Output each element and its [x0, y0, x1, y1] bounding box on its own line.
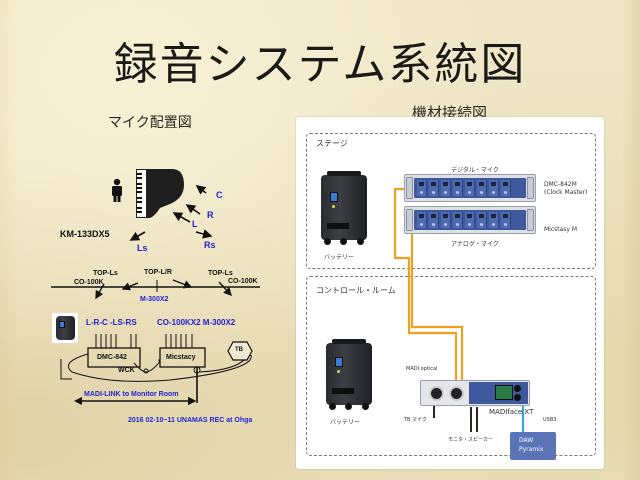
dmc-842-box: [87, 347, 141, 368]
equipment-connection-panel: ステージ コントロール・ルーム バッテリー デジタル・マイク DMC: [296, 117, 604, 469]
credit-label: 2016 02-10~11 UNAMAS REC at Ohga: [128, 417, 253, 424]
dmc-842m-label: DMC-842M (Clock Master): [544, 181, 587, 197]
control-battery-label: バッテリー: [330, 419, 361, 426]
madi-cable-1: [393, 187, 458, 387]
mic-placement-diagram: KM-133DX5 C R L Rs Ls TOP-Ls CO-100K TOP…: [0, 0, 290, 480]
top-ls-left-label: TOP-Ls: [93, 270, 118, 277]
madi-optical-label: MADI optical: [406, 366, 438, 372]
daw-pyramix-box: DAW Pyramix: [510, 432, 556, 460]
madi-cable-2: [410, 208, 464, 387]
monitor-speaker-label: モニタ・スピーカー: [448, 437, 494, 443]
tb-label: TB: [235, 347, 243, 353]
usb3-label: USB3: [543, 417, 557, 423]
control-room-label: コントロール・ルーム: [316, 286, 396, 295]
micstasy-m-rack-icon: [404, 206, 536, 234]
top-ls-right-label: TOP-Ls: [208, 270, 233, 277]
daw-label: DAW: [519, 437, 534, 444]
mic-label-rs: Rs: [204, 240, 216, 250]
mic-model-label: KM-133DX5: [60, 229, 110, 239]
dmc-842-label: DMC-842: [97, 354, 127, 361]
stage-area: [306, 133, 596, 269]
dmc-842m-name: DMC-842M: [544, 181, 577, 188]
mic-diagram-graphics: [51, 169, 260, 406]
person-icon: [112, 178, 122, 202]
top-lr-label: TOP-L/R: [144, 269, 172, 276]
mic-group1-label: L-R-C -LS-RS: [86, 318, 137, 327]
mic-label-l: L: [192, 219, 198, 229]
mic-arrow-rs: [195, 229, 213, 239]
mic-label-r: R: [207, 210, 214, 220]
page-title: 録音システム系統図: [113, 39, 527, 90]
mic-arrow-r: [185, 204, 201, 215]
analog-mic-label: アナログ・マイク: [451, 241, 499, 248]
mic-group2-label: CO-100KX2 M-300X2: [157, 318, 236, 327]
mic-label-ls: Ls: [137, 243, 148, 253]
micstacy-label: Micstacy: [166, 354, 196, 361]
mic-arrow-c: [195, 185, 207, 195]
control-room-area: [306, 276, 596, 456]
m300x2-label: M-300X2: [140, 296, 169, 303]
stage-label: ステージ: [316, 139, 348, 148]
battery-unit-icon: [52, 313, 78, 343]
tb-mic-label: TB マイク: [404, 417, 427, 423]
mic-label-c: C: [216, 190, 223, 200]
co100k-left-label: CO-100K: [74, 279, 104, 286]
digital-mic-label: デジタル・マイク: [451, 167, 499, 174]
mic-placement-heading: マイク配置図: [108, 115, 192, 131]
clock-master-label: (Clock Master): [544, 189, 588, 196]
stage-battery-label: バッテリー: [324, 254, 355, 261]
mic-arrow-ls: [129, 231, 146, 241]
co100k-right-label: CO-100K: [228, 278, 258, 285]
madiface-xt-label: MADIface XT: [489, 408, 534, 416]
pyramix-label: Pyramix: [519, 446, 544, 453]
madi-link-label: MADI-LINK to Monitor Room: [84, 391, 179, 398]
grand-piano-icon: [136, 169, 184, 218]
madiface-xt-icon: [420, 380, 530, 406]
micstasy-m-label: Micstasy M: [544, 226, 578, 233]
stage-battery-icon: [321, 171, 367, 245]
control-battery-icon: [326, 339, 372, 410]
tb-hexagon: [227, 341, 253, 361]
micstacy-box: [159, 347, 206, 368]
dmc-842m-rack-icon: [404, 174, 536, 202]
wck-label: WCK: [118, 367, 135, 374]
mic-arrow-l: [172, 212, 191, 223]
